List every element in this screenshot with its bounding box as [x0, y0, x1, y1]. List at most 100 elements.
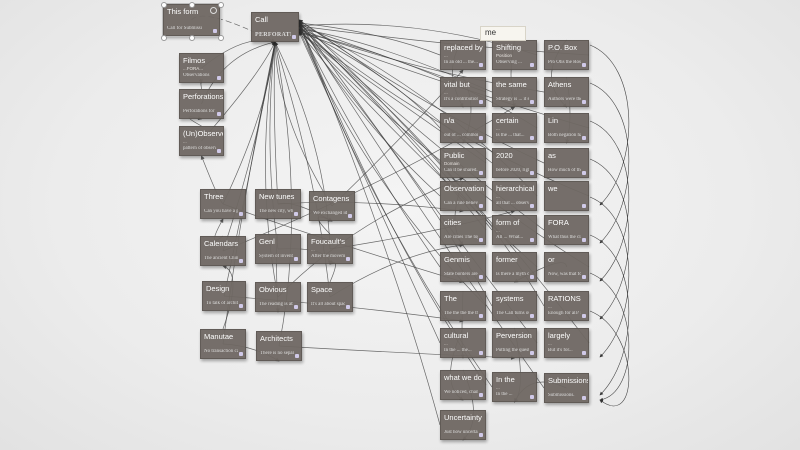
note-icon[interactable] — [294, 257, 298, 261]
node-we[interactable]: we — [544, 181, 589, 211]
note-icon[interactable] — [348, 214, 352, 218]
note-icon[interactable] — [479, 136, 483, 140]
note-icon[interactable] — [239, 304, 243, 308]
resize-handle[interactable] — [218, 2, 224, 8]
node-call[interactable]: CallPERFORATION — [251, 12, 299, 42]
note-icon[interactable] — [530, 204, 534, 208]
note-icon[interactable] — [530, 395, 534, 399]
resize-handle[interactable] — [161, 35, 167, 41]
node-rations[interactable]: RATIONS...Enough for all? Do — [544, 291, 589, 321]
note-icon[interactable] — [479, 275, 483, 279]
resize-handle[interactable] — [161, 2, 167, 8]
note-icon[interactable] — [582, 275, 586, 279]
node-hier[interactable]: hierarchical...all that ... observ... — [492, 181, 537, 211]
node-cultural[interactable]: cultural...In the ... the... — [440, 328, 486, 358]
note-icon[interactable] — [582, 238, 586, 242]
note-icon[interactable] — [530, 171, 534, 175]
node-largely[interactable]: largely...But it's for... — [544, 328, 589, 358]
note-icon[interactable] — [530, 238, 534, 242]
note-icon[interactable] — [530, 63, 534, 67]
resize-handle[interactable] — [189, 35, 195, 41]
note-icon[interactable] — [479, 393, 483, 397]
note-icon[interactable] — [346, 257, 350, 261]
note-icon[interactable] — [582, 100, 586, 104]
node-unob[interactable]: (Un)Observe...pattern of observ... — [179, 126, 224, 156]
node-fouc[interactable]: Foucault's...After the movement — [307, 234, 353, 264]
note-icon[interactable] — [582, 351, 586, 355]
resize-handle[interactable] — [189, 2, 195, 8]
node-replaced[interactable]: replaced by...In an old ... the... — [440, 40, 486, 70]
note-icon[interactable] — [582, 314, 586, 318]
note-icon[interactable] — [217, 76, 221, 80]
note-icon[interactable] — [292, 35, 296, 39]
note-icon[interactable] — [582, 136, 586, 140]
note-icon[interactable] — [479, 100, 483, 104]
note-icon[interactable] — [530, 314, 534, 318]
note-icon[interactable] — [239, 212, 243, 216]
note-icon[interactable] — [239, 352, 243, 356]
note-icon[interactable] — [530, 136, 534, 140]
note-icon[interactable] — [295, 354, 299, 358]
note-icon[interactable] — [346, 305, 350, 309]
note-icon[interactable] — [217, 112, 221, 116]
note-icon[interactable] — [479, 433, 483, 437]
note-icon[interactable] — [213, 29, 217, 33]
note-icon[interactable] — [479, 171, 483, 175]
note-icon[interactable] — [217, 149, 221, 153]
node-formof[interactable]: form of...All ... What... — [492, 215, 537, 245]
note-icon[interactable] — [530, 351, 534, 355]
resize-handle[interactable] — [218, 35, 224, 41]
note-icon[interactable] — [582, 63, 586, 67]
note-icon[interactable] — [582, 396, 586, 400]
note-icon[interactable] — [479, 204, 483, 208]
note-icon[interactable] — [479, 63, 483, 67]
note-icon[interactable] — [479, 314, 483, 318]
note-icon[interactable] — [294, 212, 298, 216]
note-icon[interactable] — [582, 204, 586, 208]
note-icon[interactable] — [239, 259, 243, 263]
note-icon[interactable] — [479, 238, 483, 242]
note-icon[interactable] — [479, 351, 483, 355]
node-certain[interactable]: certain...Is the ... that... — [492, 113, 537, 143]
note-icon[interactable] — [530, 275, 534, 279]
note-icon[interactable] — [530, 100, 534, 104]
node-filmos[interactable]: Filmos...FORA...Observations — [179, 53, 224, 83]
node-vital[interactable]: vital but...It's a contribution... — [440, 77, 486, 107]
note-icon[interactable] — [582, 171, 586, 175]
note-icon[interactable] — [294, 305, 298, 309]
node-inthe[interactable]: In the...In the ... — [492, 372, 537, 402]
